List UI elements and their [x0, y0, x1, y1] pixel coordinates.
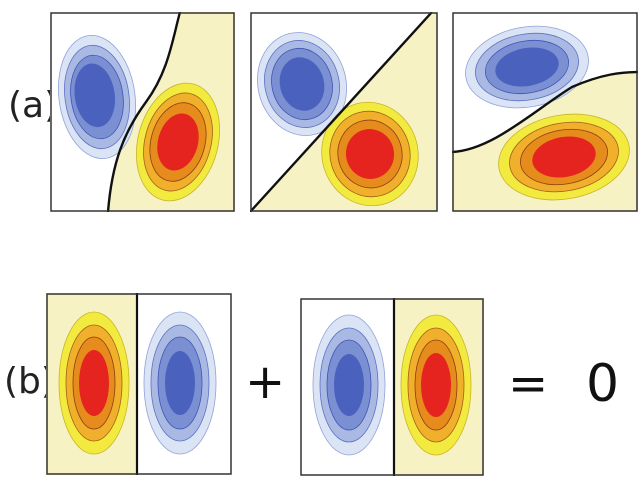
blue-lobe: [57, 34, 137, 160]
blue-lobe: [257, 32, 347, 136]
warm-lobe: [135, 82, 221, 202]
node-line: [250, 12, 433, 212]
equals-sign: =: [508, 356, 549, 412]
warm-lobe: [498, 113, 630, 201]
warm-lobe: [321, 101, 419, 207]
blue-lobe: [143, 311, 217, 455]
panel-a3: [452, 12, 638, 212]
panel-a2: [250, 12, 438, 212]
row-a-label: (a): [8, 85, 59, 126]
warm-lobe: [400, 314, 472, 456]
node-line: [452, 70, 638, 154]
plus-sign: +: [245, 354, 286, 410]
blue-lobe: [312, 314, 386, 456]
panel-b1: [46, 293, 232, 475]
blue-lobe: [465, 25, 589, 109]
warm-lobe: [58, 311, 130, 455]
panel-a1: [50, 12, 235, 212]
node-line: [106, 12, 182, 212]
panel-b2: [300, 298, 484, 476]
result-zero: 0: [586, 354, 620, 414]
